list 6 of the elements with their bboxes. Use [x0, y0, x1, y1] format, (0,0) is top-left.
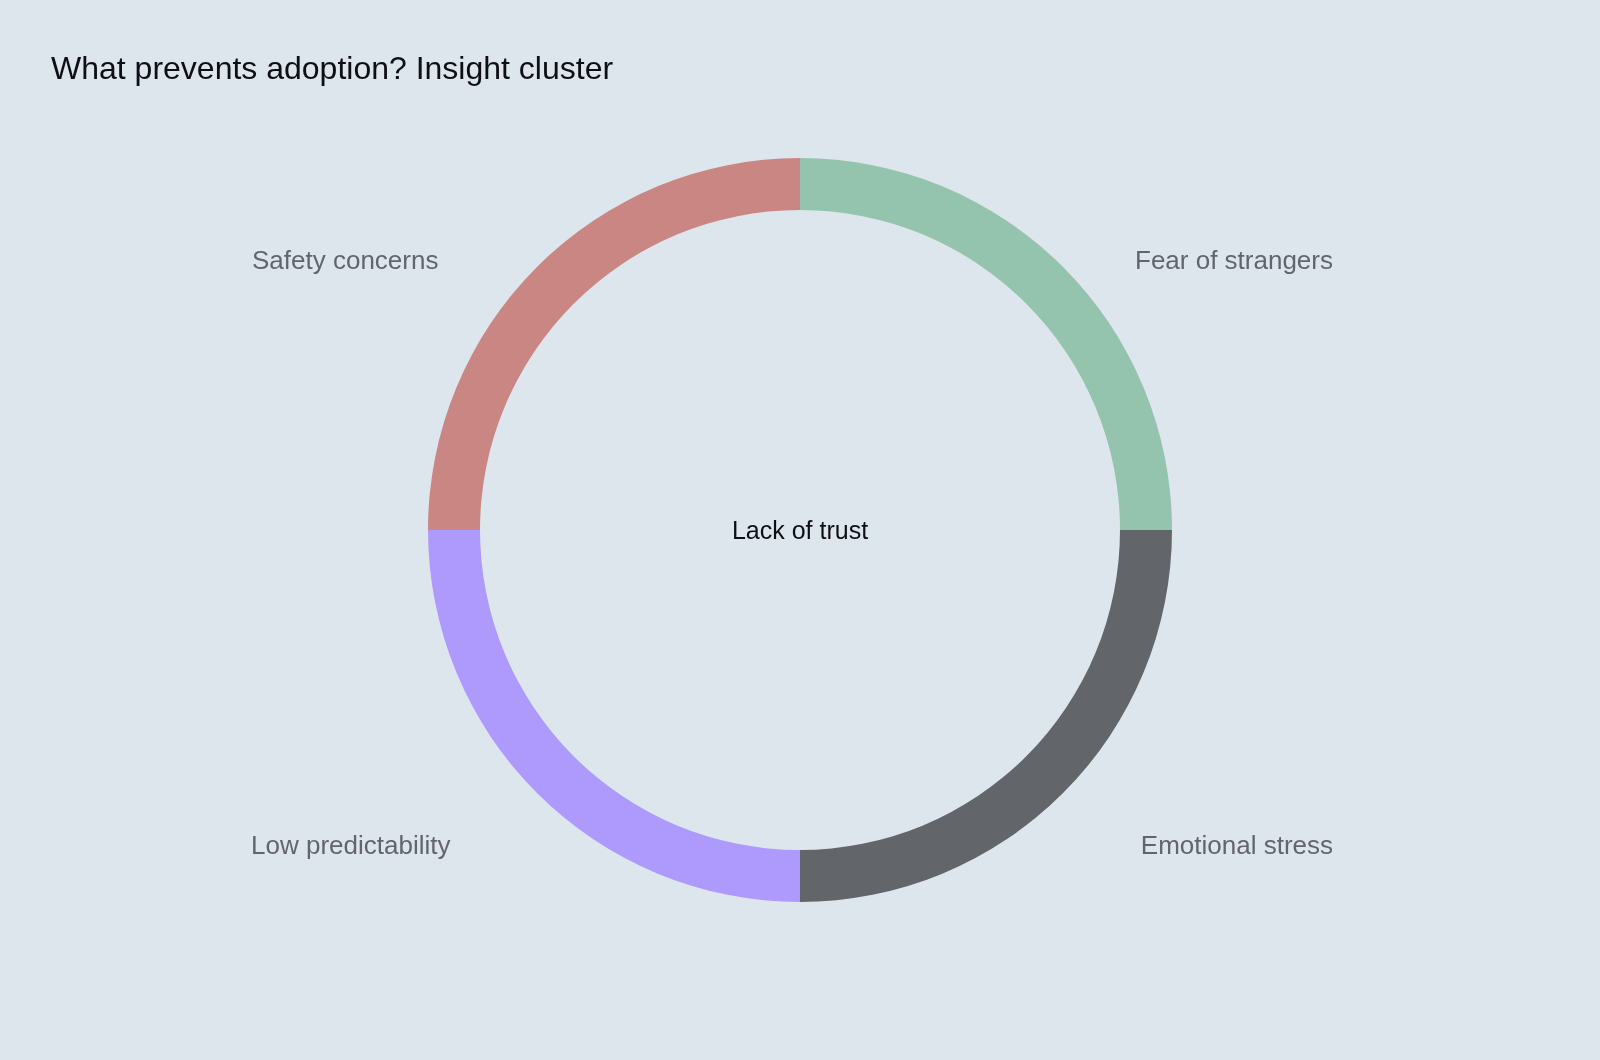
diagram-title: What prevents adoption? Insight cluster — [51, 49, 614, 88]
segment-label: Fear of strangers — [1135, 244, 1333, 277]
center-label: Lack of trust — [731, 515, 869, 546]
segment-label: Emotional stress — [1140, 829, 1333, 862]
segment-label: Low predictability — [251, 829, 451, 862]
segment-label: Safety concerns — [252, 244, 439, 277]
